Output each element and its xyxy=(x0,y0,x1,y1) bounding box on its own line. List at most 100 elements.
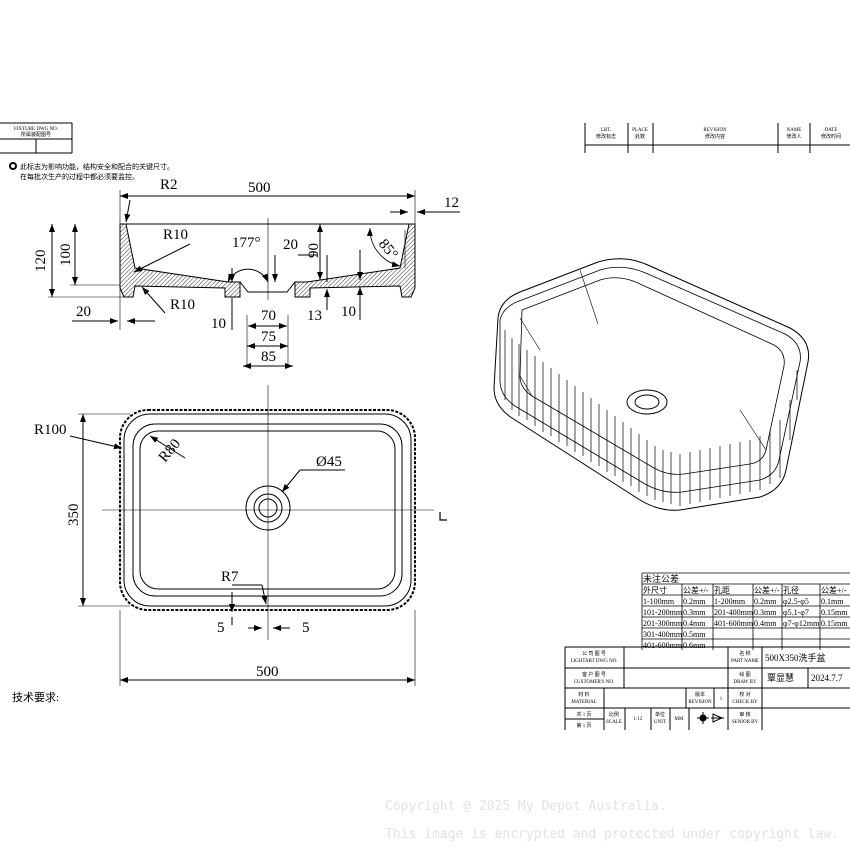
tolerance-cell: 101-200mm xyxy=(643,608,683,617)
dim-20: 20 xyxy=(283,237,298,253)
dim-r100: R100 xyxy=(34,422,67,438)
tolerance-cell: 0.15mm xyxy=(821,608,848,617)
dim-r10-bottom: R10 xyxy=(170,297,195,313)
rev-header-name-cn: 修改人 xyxy=(786,133,801,140)
tolerance-cell: 301-400mm xyxy=(643,630,683,639)
customer-no-label-cn: 客 户 图 号 xyxy=(582,671,606,678)
rev-header-date-cn: 修改时间 xyxy=(821,133,841,140)
dim-70: 70 xyxy=(261,308,276,324)
sheets-total: 共 1 页 xyxy=(576,711,591,718)
tolerance-cell: 0.2mm xyxy=(754,597,777,606)
sheet-number: 第 1 页 xyxy=(576,722,591,729)
unit-label-cn: 单位 xyxy=(655,711,665,718)
dim-dia-45: Ø45 xyxy=(316,454,342,470)
tolerance-cell: φ2.5-φ5 xyxy=(783,597,809,606)
dim-75: 75 xyxy=(261,329,276,345)
tolerance-cell: 0.5mm xyxy=(683,630,706,639)
dim-13: 13 xyxy=(307,308,322,324)
rev-header-lbt: LBT. xyxy=(601,128,611,133)
tolerance-cell: 0.15mm xyxy=(821,619,848,628)
dim-r2: R2 xyxy=(160,177,178,193)
customer-no-label-en: CUSTOMER'S NO. xyxy=(574,680,615,685)
dim-5-right: 5 xyxy=(302,620,310,636)
tolerance-table-grid xyxy=(641,572,850,650)
tolerance-cell: 1-200mm xyxy=(714,597,746,606)
material-label-cn: 材 料 xyxy=(578,691,589,698)
tolerance-title: 未注公差 xyxy=(643,573,679,584)
senior-by-label-en: SENIOR BY xyxy=(732,720,759,725)
tolerance-cell: 0.2mm xyxy=(683,597,706,606)
drawn-by-label-cn: 绘 图 xyxy=(739,671,750,678)
tolerance-cell: 0.3mm xyxy=(683,608,706,617)
drawn-by-label-en: DRAW BY xyxy=(734,680,757,685)
dim-90: 90 xyxy=(306,243,322,258)
rev-header-date: DATE xyxy=(825,128,838,133)
senior-by-label-cn: 审 核 xyxy=(739,711,750,718)
tolerance-cell: 201-400mm xyxy=(714,608,754,617)
tolerance-header: 孔径 xyxy=(783,585,799,595)
rev-header-place: PLACE xyxy=(632,128,648,133)
dim-r7: R7 xyxy=(221,569,239,585)
revision-label-en: REVISION xyxy=(688,700,712,705)
tolerance-cell: 0.1mm xyxy=(821,597,844,606)
scale-label-en: SCALE xyxy=(606,720,622,725)
tolerance-cell: 0.4mm xyxy=(683,619,706,628)
fixture-label-cn: 所属装配图号 xyxy=(21,131,51,138)
dim-angle-85: 85° xyxy=(375,236,401,262)
dim-10-right: 10 xyxy=(341,304,356,320)
watermark-line-1: Copyright @ 2025 My Depot Australia. xyxy=(385,799,667,814)
dim-angle-177: 177° xyxy=(232,235,261,251)
material-label-en: MATERIAL xyxy=(571,700,596,705)
dim-height-100: 100 xyxy=(58,244,74,267)
rev-header-revision-cn: 修改内容 xyxy=(705,133,725,140)
unit-label-en: UNIT xyxy=(654,720,666,725)
note-line-1: 此标志为影响功能，结构安全和配合的关键尺寸。 xyxy=(20,162,174,171)
plan-view xyxy=(69,385,447,686)
tolerance-cell: 401-600mm xyxy=(714,619,754,628)
tolerance-header: 外尺寸 xyxy=(643,585,667,595)
dim-85: 85 xyxy=(261,349,276,365)
part-name-label-cn: 名 称 xyxy=(739,650,750,657)
section-right-wall xyxy=(294,223,416,298)
check-by-label-cn: 校 对 xyxy=(739,691,750,698)
company-dwg-label-en: LIGHTART DWG NO. xyxy=(570,659,617,664)
fixture-box xyxy=(0,122,73,154)
section-view xyxy=(48,190,460,369)
note-line-2: 在每批次生产的过程中都必须要监控。 xyxy=(20,172,139,181)
tolerance-header: 公差+/- xyxy=(683,585,709,595)
dim-height-120: 120 xyxy=(33,250,49,273)
dim-width-500: 500 xyxy=(248,180,271,196)
company-dwg-label-cn: 公 司 图 号 xyxy=(582,651,606,657)
revision-label-cn: 版本 xyxy=(695,691,705,698)
revision-value: 1 xyxy=(720,697,723,702)
dim-plan-width-500: 500 xyxy=(256,664,279,680)
revision-table xyxy=(584,123,850,153)
tolerance-cell: 201-300mm xyxy=(643,619,683,628)
title-block-text: 公 司 图 号 LIGHTART DWG NO. 名 称 PART NAME 5… xyxy=(570,650,843,729)
tolerance-cell: 0.3mm xyxy=(754,608,777,617)
key-dimension-icon xyxy=(9,162,17,170)
rev-header-name: NAME xyxy=(787,128,802,133)
tolerance-cell: 401-600mm xyxy=(643,641,683,650)
dim-r80: R80 xyxy=(156,436,184,465)
watermark-line-2: This image is encrypted and protected un… xyxy=(385,827,839,842)
tech-requirements-label: 技术要求: xyxy=(12,691,59,704)
check-by-label-en: CHECK BY xyxy=(732,700,758,705)
dim-rim-12: 12 xyxy=(444,195,459,211)
dim-10-left: 10 xyxy=(211,316,226,332)
tolerance-header: 公差+/- xyxy=(754,585,780,595)
tolerance-header: 公差+/- xyxy=(821,585,847,595)
dim-height-350: 350 xyxy=(66,504,82,527)
fixture-label-en: FIXTURE DWG NO. xyxy=(14,127,58,132)
rev-header-revision: REVISION xyxy=(703,128,727,133)
scale-label-cn: 比例 xyxy=(609,711,619,718)
drawn-date-value: 2024.7.7 xyxy=(811,673,843,683)
part-name-label-en: PART NAME xyxy=(731,659,759,664)
dim-foot-20: 20 xyxy=(76,304,91,320)
tolerance-cell: 0.6mm xyxy=(683,641,706,650)
scale-value: 1:12 xyxy=(634,717,643,722)
title-block-grid xyxy=(564,646,850,730)
projection-symbol-icon xyxy=(697,712,724,724)
